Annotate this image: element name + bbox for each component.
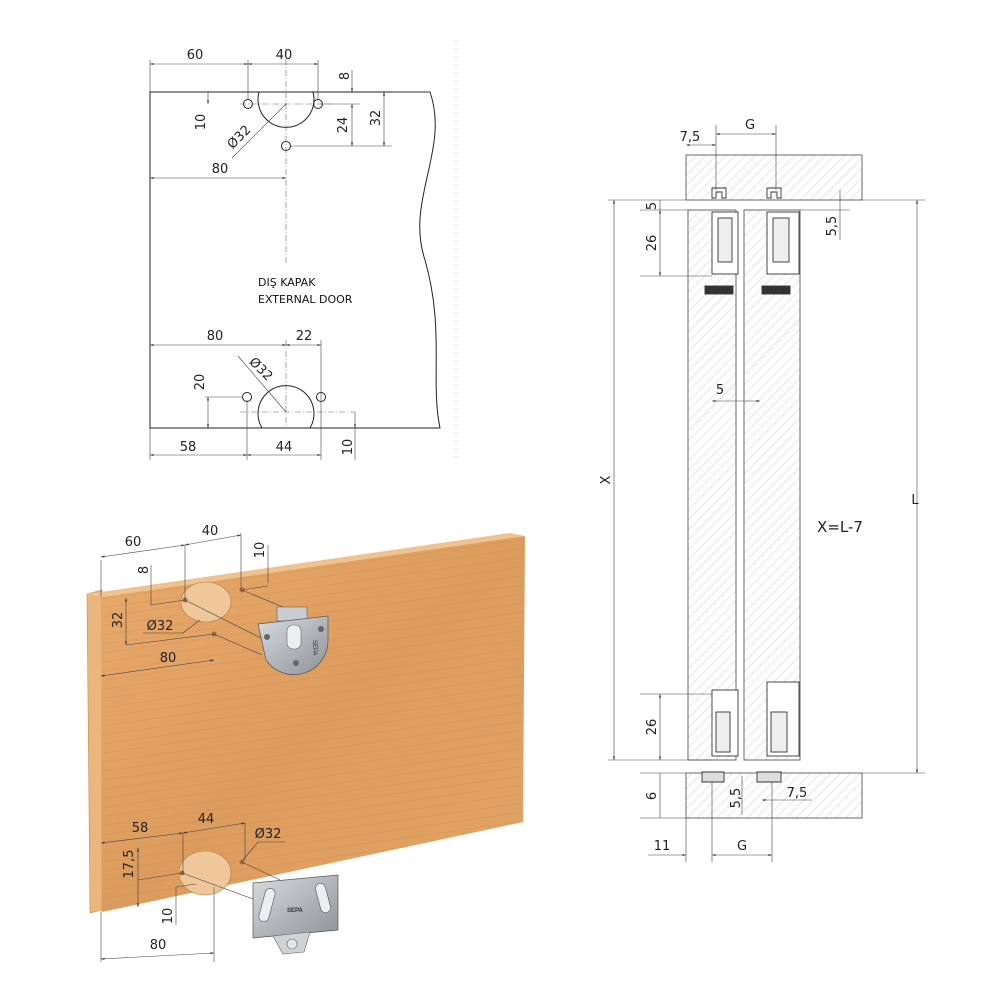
dim-22: 22 bbox=[296, 329, 313, 344]
note-english: EXTERNAL DOOR bbox=[258, 293, 353, 306]
door-outline bbox=[149, 91, 441, 429]
top-runner-bracket: SEPA bbox=[257, 606, 329, 676]
bottom-guide-bracket: SEPA bbox=[252, 874, 339, 955]
dim-26-top: 26 bbox=[645, 235, 660, 252]
dim-44: 44 bbox=[198, 812, 215, 827]
dim-gap-bottom: G bbox=[737, 839, 747, 854]
top-runner-hardware bbox=[704, 187, 800, 295]
formula-label: X=L-7 bbox=[817, 518, 863, 536]
dim-40: 40 bbox=[202, 524, 219, 539]
dim-7-5-top: 7,5 bbox=[680, 130, 701, 145]
cup-hole-bottom bbox=[178, 850, 232, 896]
note-turkish: DIŞ KAPAK bbox=[258, 276, 316, 289]
brand-logo: SEPA bbox=[311, 640, 317, 656]
door-edge bbox=[86, 589, 103, 914]
isometric-door-view: SEPA SEPA 60 40 10 8 32 Ø32 80 58 bbox=[86, 524, 525, 962]
dim-58: 58 bbox=[180, 440, 197, 455]
dim-32: 32 bbox=[369, 110, 384, 127]
door-top-edge bbox=[87, 533, 525, 597]
dim-10: 10 bbox=[161, 908, 176, 925]
dim-5-5-top: 5,5 bbox=[825, 216, 840, 237]
dim-40: 40 bbox=[276, 48, 293, 63]
dim-32: 32 bbox=[111, 612, 126, 629]
section-view-drawing: 7,5 G 5 26 5,5 5 X X=L-7 L 26 6 5,5 7,5 … bbox=[599, 118, 925, 862]
brand-logo: SEPA bbox=[287, 908, 304, 914]
dim-17-5: 17,5 bbox=[122, 850, 137, 879]
door-panel-front bbox=[687, 209, 737, 761]
dim-8: 8 bbox=[137, 566, 152, 574]
dim-26-bottom: 26 bbox=[645, 719, 660, 736]
dim-diameter: Ø32 bbox=[255, 827, 282, 842]
dim-44: 44 bbox=[276, 440, 293, 455]
dim-80: 80 bbox=[150, 938, 167, 953]
dim-5-top: 5 bbox=[645, 202, 660, 210]
dim-7-5-bottom: 7,5 bbox=[787, 786, 808, 801]
dim-20: 20 bbox=[193, 374, 208, 391]
dim-x: X bbox=[599, 475, 614, 484]
dim-5-5-bottom: 5,5 bbox=[729, 788, 744, 809]
dim-10: 10 bbox=[341, 439, 356, 456]
dim-gap-top: G bbox=[745, 118, 755, 133]
dim-24: 24 bbox=[336, 117, 351, 134]
dim-60: 60 bbox=[125, 535, 142, 550]
dim-diameter: Ø32 bbox=[246, 355, 276, 385]
door-panel-back bbox=[743, 209, 801, 761]
dim-l: L bbox=[911, 493, 919, 508]
dim-8: 8 bbox=[338, 72, 353, 80]
dim-diameter: Ø32 bbox=[147, 619, 174, 634]
cup-hole-top bbox=[180, 581, 232, 623]
dim-58: 58 bbox=[132, 821, 149, 836]
dim-80: 80 bbox=[160, 651, 177, 666]
plan-view-drawing: 60 40 10 8 24 32 Ø32 80 DIŞ KAPAK EXTERN… bbox=[149, 40, 457, 460]
dim-11: 11 bbox=[654, 839, 671, 854]
dim-80: 80 bbox=[212, 162, 229, 177]
dim-diameter: Ø32 bbox=[225, 123, 255, 153]
dim-60: 60 bbox=[187, 48, 204, 63]
bottom-guide-hardware bbox=[701, 681, 800, 783]
dim-10: 10 bbox=[194, 114, 209, 131]
dim-door-gap: 5 bbox=[716, 383, 724, 398]
dim-80: 80 bbox=[207, 329, 224, 344]
dim-6: 6 bbox=[645, 792, 660, 800]
dim-10: 10 bbox=[253, 542, 268, 559]
